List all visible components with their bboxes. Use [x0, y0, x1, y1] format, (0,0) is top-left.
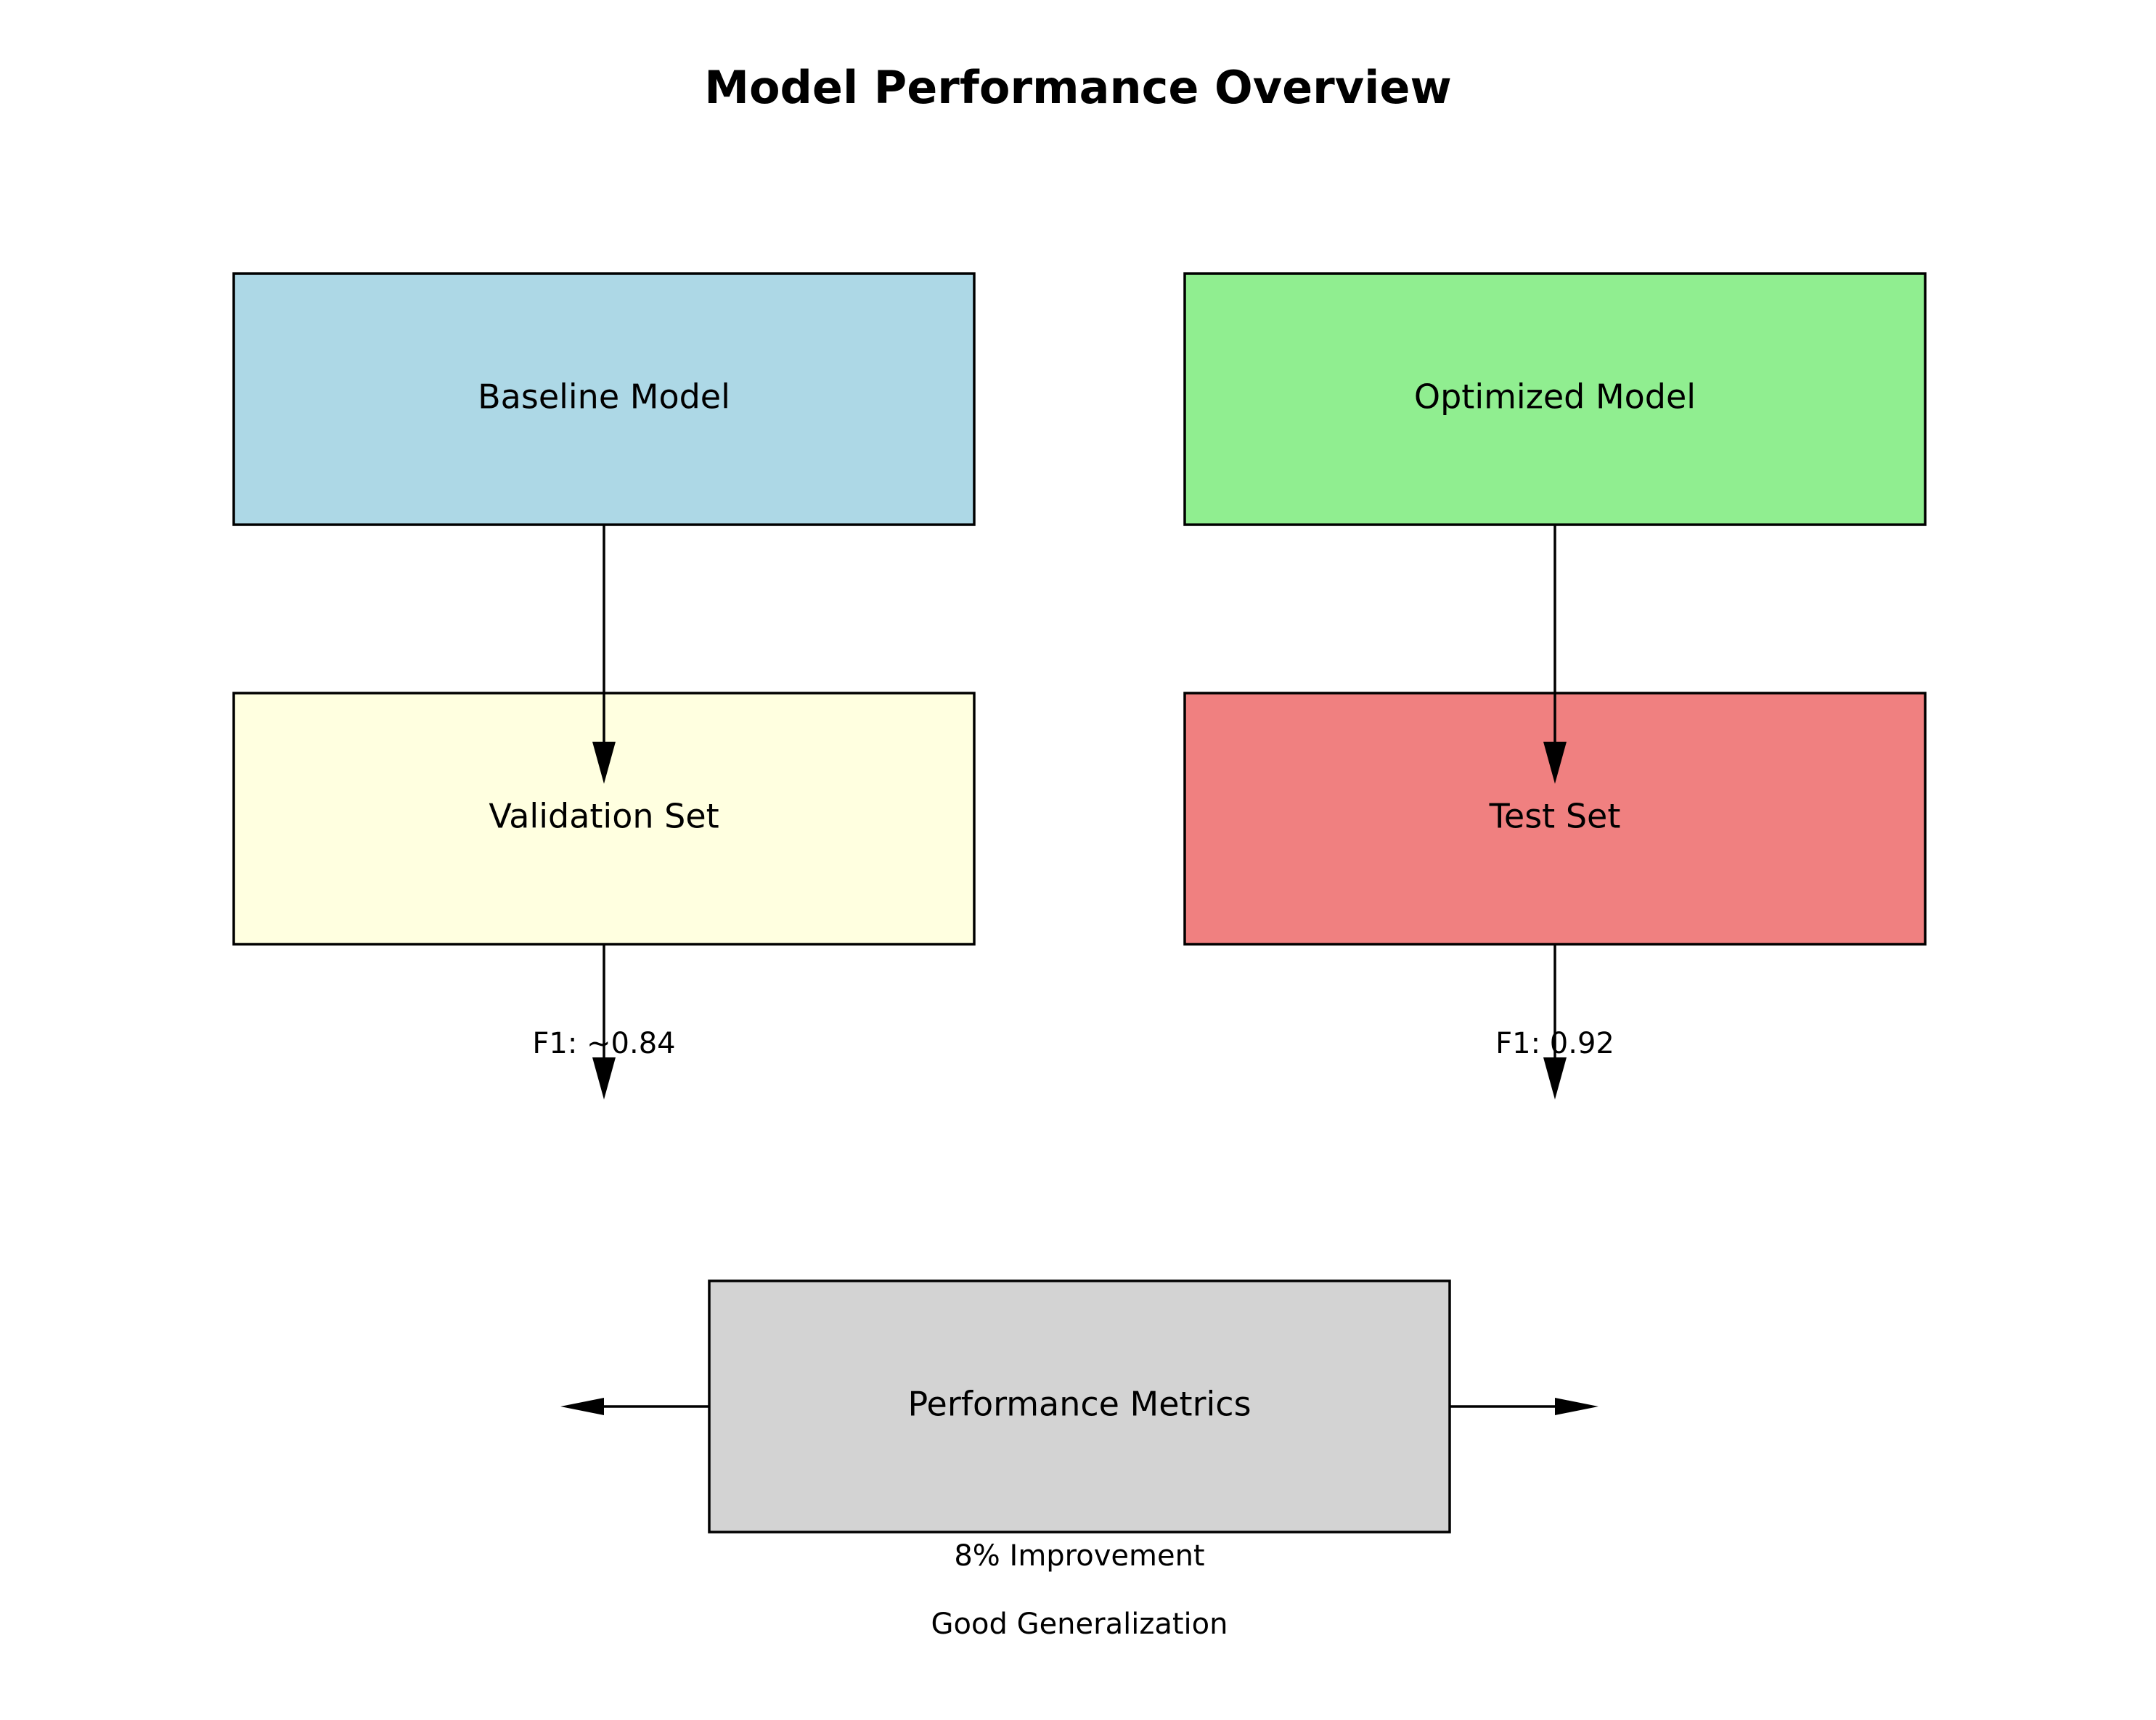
baseline-f1-label: F1: ~0.84	[532, 1027, 675, 1060]
arrow-optimized-to-test	[1543, 525, 1567, 784]
node-optimized-model-label: Optimized Model	[1414, 377, 1696, 417]
optimized-f1-label: F1: 0.92	[1495, 1027, 1614, 1060]
node-optimized-model: Optimized Model	[1183, 272, 1927, 526]
node-baseline-model-label: Baseline Model	[478, 377, 730, 417]
node-performance-metrics-box	[708, 1279, 1451, 1533]
node-validation-set-label: Validation Set	[489, 797, 719, 836]
arrow-baseline-to-validation	[592, 525, 616, 784]
arrow-validation-output-head	[592, 1057, 616, 1099]
diagram-title: Model Performance Overview	[704, 61, 1451, 114]
arrow-test-output-head	[1543, 1057, 1567, 1099]
arrow-metrics-left-head	[560, 1398, 604, 1415]
node-performance-metrics-label: Performance Metrics	[907, 1385, 1251, 1424]
node-performance-metrics: Performance Metrics	[708, 1279, 1451, 1533]
arrow-metrics-right	[1450, 1398, 1598, 1415]
arrow-metrics-left	[560, 1398, 709, 1415]
node-test-set-label: Test Set	[1489, 797, 1621, 836]
improvement-label: 8% Improvement	[954, 1539, 1204, 1573]
node-test-set: Test Set	[1183, 692, 1927, 946]
arrow-test-output	[1543, 944, 1567, 1099]
arrow-baseline-to-validation-head	[592, 742, 616, 784]
node-baseline-model-box	[232, 272, 976, 526]
arrow-metrics-right-head	[1555, 1398, 1598, 1415]
node-optimized-model-box	[1183, 272, 1927, 526]
node-baseline-model: Baseline Model	[232, 272, 976, 526]
generalization-label: Good Generalization	[931, 1608, 1228, 1641]
arrow-validation-output	[592, 944, 616, 1099]
arrow-optimized-to-test-head	[1543, 742, 1567, 784]
